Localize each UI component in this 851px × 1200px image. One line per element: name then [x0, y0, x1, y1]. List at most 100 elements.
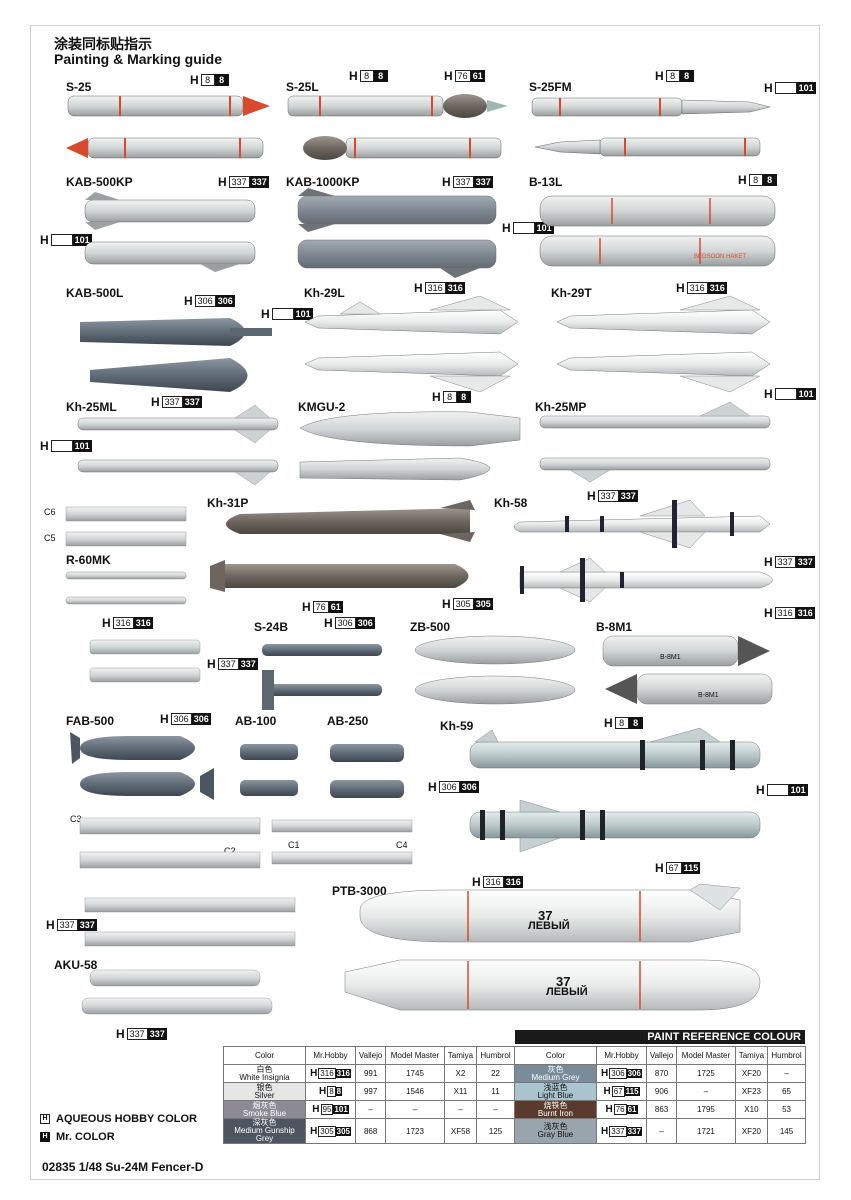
callout-aqueous: 316: [112, 617, 134, 629]
tamiya-cell: X2: [443, 1064, 478, 1083]
callout-aqueous: 337: [597, 490, 619, 502]
ptb-decal-text-top: ЛЕВЫЙ: [528, 920, 570, 932]
callout-aqueous: 8: [614, 717, 629, 729]
label-kh31p: Kh-31P: [207, 496, 249, 510]
s25fm-drawing: [531, 97, 771, 157]
callout-h-mark: H: [414, 281, 423, 295]
title-chinese: 涂装同标贴指示: [54, 36, 152, 52]
label-kh29l: Kh-29L: [304, 286, 345, 300]
kh29l-drawing: [304, 295, 519, 393]
callout-h-mark: H: [190, 73, 199, 87]
kab500l-drawing: [80, 318, 272, 392]
callout-mr: 337: [182, 396, 202, 408]
callout-aqueous: 316: [424, 282, 446, 294]
b13l-drawing: [539, 195, 776, 267]
callout-aqueous-blank: [766, 784, 789, 796]
kh29t-drawing: [556, 295, 771, 393]
legend-mr: H Mr. COLOR: [40, 1131, 115, 1143]
model-master-cell: 1723: [385, 1118, 445, 1144]
zb500-drawing: [414, 635, 576, 705]
callout-aqueous-blank: [50, 234, 73, 246]
callout-aqueous: 67: [665, 862, 682, 874]
page-frame: [30, 25, 820, 1180]
color-name-cn: 浅灰色: [543, 1122, 568, 1131]
label-kh25mp: Kh-25MP: [535, 400, 587, 414]
tamiya-cell: XF20: [734, 1064, 769, 1083]
h-mark: H: [310, 1125, 318, 1137]
fab500-drawing: [70, 732, 214, 800]
callout-mr: 337: [249, 176, 269, 188]
callout-h-mark: H: [587, 489, 596, 503]
callout-aqueous: 306: [334, 617, 356, 629]
callout-h-mark: H: [604, 716, 613, 730]
callout-h-mark: H: [655, 69, 664, 83]
tamiya-cell: XF23: [734, 1082, 769, 1101]
tamiya-cell: X10: [734, 1100, 769, 1119]
callout-h-mark: H: [502, 221, 511, 235]
callout-h-mark: H: [116, 1027, 125, 1041]
vallejo-cell: 870: [646, 1064, 678, 1083]
callout-h-mark: H: [756, 783, 765, 797]
color-name-cn: 浅蓝色: [543, 1082, 568, 1092]
color-name-cn: 白色: [256, 1064, 273, 1074]
h-mark: H: [310, 1068, 318, 1079]
mr-color-code: 61: [626, 1105, 638, 1114]
vallejo-cell: 906: [646, 1082, 678, 1101]
kh25ml-drawing: [77, 404, 279, 486]
b8m1-drawing: [602, 635, 773, 705]
pylon-drawing: [89, 639, 201, 683]
callout-h-mark: H: [764, 81, 773, 95]
h-mark: H: [605, 1104, 613, 1115]
humbrol-cell: 11: [476, 1082, 515, 1101]
callout-aqueous-blank: [50, 440, 73, 452]
mr-color-code: 8: [335, 1087, 343, 1096]
humbrol-cell: 145: [767, 1118, 806, 1144]
callout-mr: 115: [681, 862, 701, 874]
callout-aqueous: 76: [454, 70, 471, 82]
callout-h-mark: H: [764, 606, 773, 620]
aqueous-code: 337: [609, 1125, 627, 1137]
aqueous-mark-icon: H: [40, 1114, 50, 1124]
model-master-cell: 1725: [676, 1064, 736, 1083]
table-column-header: Mr.Hobby: [595, 1046, 648, 1065]
callout-h-mark: H: [738, 173, 747, 187]
table-column-header: Model Master: [385, 1046, 445, 1065]
callout-aqueous: 337: [228, 176, 250, 188]
color-name-en: Smoke Blue: [242, 1108, 287, 1118]
kh25mp-drawing: [539, 401, 771, 483]
label-aku58: AKU-58: [54, 958, 98, 972]
kmgu2-drawing: [299, 411, 521, 481]
s24b-drawing: [262, 644, 382, 710]
callout-mr: 8: [214, 74, 229, 86]
label-ptb3000: PTB-3000: [332, 884, 387, 898]
s25l-drawing: [287, 94, 508, 160]
aqueous-code: 95: [320, 1104, 334, 1115]
callout-aqueous: 337: [774, 556, 796, 568]
mr-color-code: 316: [335, 1069, 352, 1078]
label-kab500kp: KAB-500KP: [66, 175, 133, 189]
callout-mr: 306: [215, 295, 235, 307]
callout-mr: 61: [470, 70, 485, 82]
callout-mr: 8: [456, 391, 471, 403]
kh58-drawing: [513, 499, 773, 603]
h-mark: H: [603, 1086, 611, 1097]
vallejo-cell: 997: [355, 1082, 387, 1101]
